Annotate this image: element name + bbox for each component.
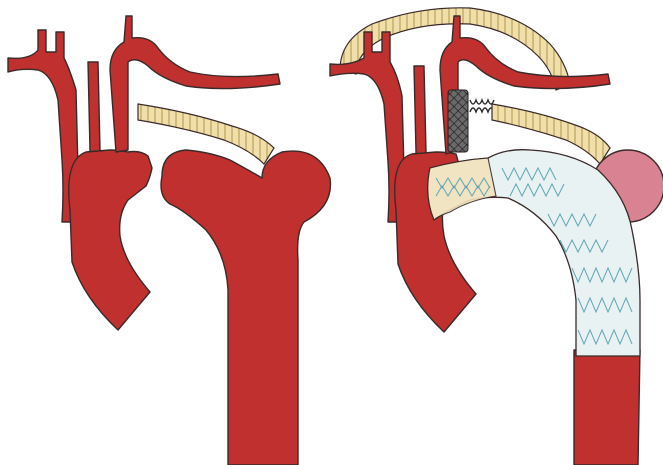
vascular-plug <box>447 89 469 153</box>
ascending-aorta <box>68 149 153 331</box>
brachiocephalic-artery <box>109 15 281 153</box>
brachiocephalic-artery-r <box>439 15 611 155</box>
stent-wire <box>435 166 633 346</box>
panel-after <box>329 7 663 465</box>
stent-graft-proximal <box>427 157 497 221</box>
bypass-graft <box>137 103 275 165</box>
subclavian-bypass-graft <box>491 103 611 166</box>
embolization-coil <box>469 98 495 114</box>
descending-aorta <box>160 149 332 465</box>
panel-before <box>7 15 332 465</box>
descending-aorta-r <box>573 349 641 465</box>
